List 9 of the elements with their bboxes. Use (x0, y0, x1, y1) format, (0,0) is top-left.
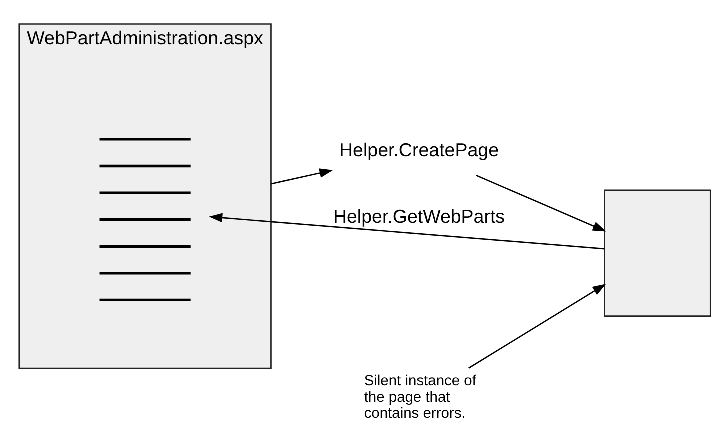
arrow (209, 213, 605, 250)
node-box (604, 190, 712, 317)
arrow (271, 168, 334, 185)
cluster: WebPartAdministration.aspx (18, 24, 272, 370)
edge-label: Helper.GetWebParts (333, 206, 506, 227)
arrow (476, 175, 606, 232)
arrow (468, 284, 606, 369)
node-text: Silent instance of the page that contains errors. (364, 374, 476, 422)
node-text: Helper.CreatePage (340, 139, 500, 160)
